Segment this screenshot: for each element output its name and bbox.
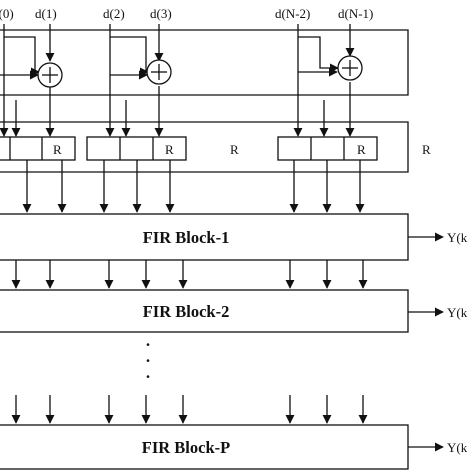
ellipsis-dot-3: ·	[145, 367, 151, 386]
register-group-2	[86, 136, 187, 161]
input-label-d1: d(1)	[35, 6, 57, 21]
ellipsis-dot-1: ·	[145, 335, 151, 354]
register-group-1	[0, 136, 76, 161]
register-label-n: R	[357, 142, 366, 157]
register-label-right: R	[422, 142, 431, 157]
input-label-d2: d(2)	[103, 6, 125, 21]
input-label-dn2: d(N-2)	[275, 6, 310, 21]
input-wires	[0, 24, 355, 137]
fir-block-2-label: FIR Block-2	[143, 302, 230, 321]
fir-block-p-output-label: Y(k	[447, 440, 468, 455]
register-label-2: R	[165, 142, 174, 157]
to-block-p-wires	[11, 395, 368, 424]
fir-block-p	[0, 424, 409, 470]
fir-block-p-label: FIR Block-P	[142, 438, 230, 457]
adder-1	[37, 62, 63, 88]
adder-2	[146, 59, 172, 85]
input-label-d0: d(0)	[0, 6, 14, 21]
adder-n	[337, 55, 363, 81]
input-label-dn1: d(N-1)	[338, 6, 373, 21]
input-label-d3: d(3)	[150, 6, 172, 21]
register-to-block1-wires	[22, 160, 365, 213]
block1-to-block2-wires	[11, 260, 368, 289]
adder-stage-frame	[0, 29, 409, 96]
register-label-1: R	[53, 142, 62, 157]
fir-block-2	[0, 289, 409, 333]
fir-block-1-output-label: Y(k	[447, 230, 468, 245]
fir-block-1-label: FIR Block-1	[143, 228, 230, 247]
ellipsis-dot-2: ·	[145, 351, 151, 370]
register-stage-frame	[0, 121, 409, 173]
register-label-between: R	[230, 142, 239, 157]
fir-block-2-output-label: Y(k	[447, 305, 468, 320]
